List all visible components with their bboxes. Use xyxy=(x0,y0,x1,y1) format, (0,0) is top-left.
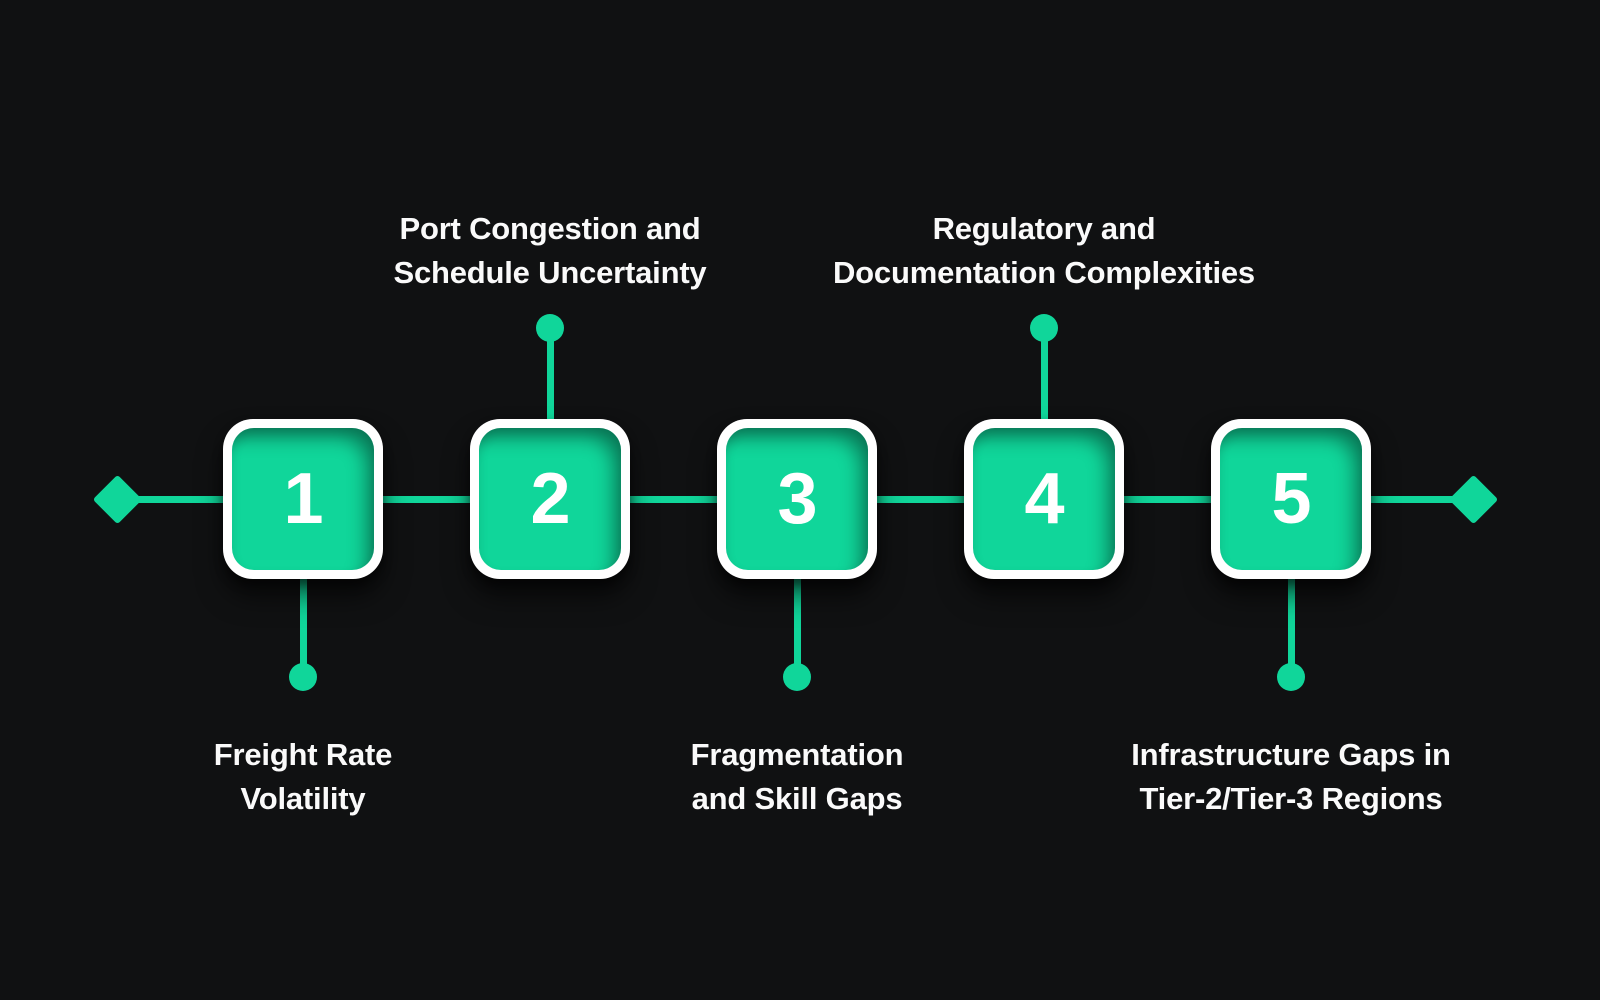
step-square: 4 xyxy=(964,419,1124,579)
timeline-end-diamond-icon xyxy=(1448,474,1499,525)
step-square: 5 xyxy=(1211,419,1371,579)
connector-dot xyxy=(536,314,564,342)
step-square-fill: 5 xyxy=(1220,428,1362,570)
step-square-fill: 1 xyxy=(232,428,374,570)
step-square-fill: 3 xyxy=(726,428,868,570)
step-square: 3 xyxy=(717,419,877,579)
step-square-fill: 2 xyxy=(479,428,621,570)
step-number: 2 xyxy=(530,459,570,539)
step-number: 1 xyxy=(283,459,323,539)
connector-dot xyxy=(289,663,317,691)
step-label: Freight Rate Volatility xyxy=(213,737,393,816)
connector-line xyxy=(299,576,307,672)
connector-line xyxy=(1287,576,1295,672)
step-number: 4 xyxy=(1024,459,1064,539)
step-label: Fragmentation and Skill Gaps xyxy=(690,737,904,816)
step-square: 1 xyxy=(223,419,383,579)
step-square: 2 xyxy=(470,419,630,579)
connector-dot xyxy=(1030,314,1058,342)
connector-dot xyxy=(783,663,811,691)
connector-line xyxy=(793,576,801,672)
timeline-start-diamond-icon xyxy=(92,474,143,525)
step-square-fill: 4 xyxy=(973,428,1115,570)
step-number: 5 xyxy=(1271,459,1311,539)
step-label: Port Congestion and Schedule Uncertainty xyxy=(393,211,707,290)
step-number: 3 xyxy=(777,459,817,539)
connector-line xyxy=(546,326,554,422)
step-label: Infrastructure Gaps in Tier-2/Tier-3 Reg… xyxy=(1131,737,1451,816)
step-label: Regulatory and Documentation Complexitie… xyxy=(833,211,1255,290)
connector-dot xyxy=(1277,663,1305,691)
connector-line xyxy=(1040,326,1048,422)
